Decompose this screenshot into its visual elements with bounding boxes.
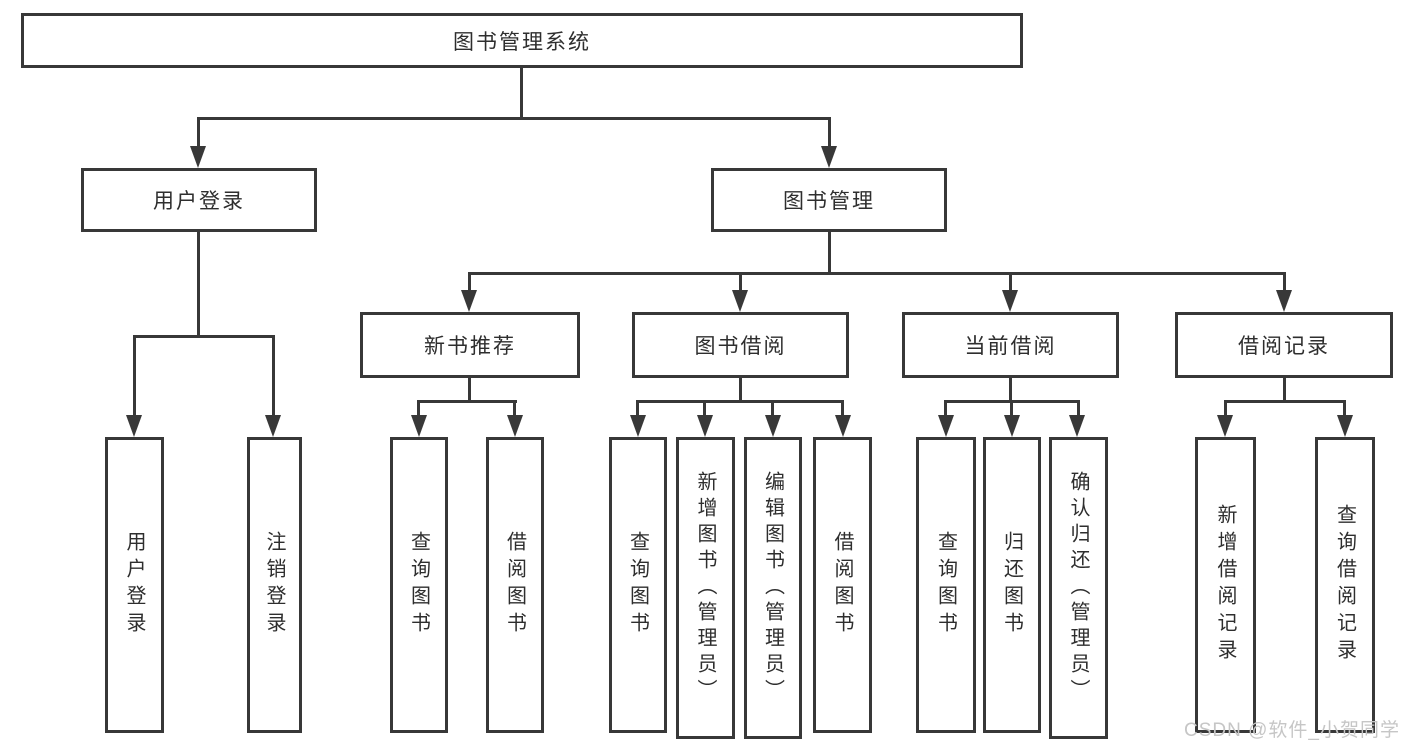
leaf-node: 借阅图书 [486, 437, 544, 733]
leaf-label: 编辑图书（管理员） [761, 471, 784, 705]
arrowhead-icon [630, 415, 646, 437]
node-label: 图书借阅 [694, 335, 787, 358]
leaf-node: 归还图书 [983, 437, 1041, 733]
connector-line [1283, 378, 1286, 403]
leaf-label: 注销登录 [263, 531, 285, 639]
connector-line [1283, 272, 1286, 294]
arrowhead-icon [732, 290, 748, 312]
node-label: 用户登录 [153, 190, 245, 213]
connector-line [944, 400, 947, 419]
arrowhead-icon [697, 415, 713, 437]
connector-line [828, 232, 831, 275]
arrowhead-icon [265, 415, 281, 437]
connector-line [197, 117, 200, 150]
arrowhead-icon [507, 415, 523, 437]
connector-line [197, 232, 200, 338]
connector-line [513, 400, 516, 419]
arrowhead-icon [411, 415, 427, 437]
connector-line [703, 400, 706, 419]
connector-line [1009, 378, 1012, 403]
arrowhead-icon [938, 415, 954, 437]
leaf-label: 查询图书 [407, 531, 430, 639]
leaf-node: 查询图书 [609, 437, 667, 733]
connector-line [468, 272, 1286, 275]
leaf-node: 借阅图书 [813, 437, 872, 733]
connector-line [468, 378, 471, 403]
connector-line [828, 117, 831, 150]
connector-line [1224, 400, 1346, 403]
leaf-node: 查询借阅记录 [1315, 437, 1375, 733]
leaf-label: 归还图书 [1000, 531, 1023, 639]
node-new-book-recommend: 新书推荐 [360, 312, 580, 378]
node-label: 借阅记录 [1238, 335, 1330, 358]
arrowhead-icon [835, 415, 851, 437]
arrowhead-icon [1276, 290, 1292, 312]
connector-line [272, 335, 275, 419]
node-label: 图书管理 [783, 190, 875, 213]
arrowhead-icon [1002, 290, 1018, 312]
connector-line [841, 400, 844, 419]
connector-line [133, 335, 275, 338]
leaf-label: 用户登录 [123, 531, 145, 639]
arrowhead-icon [765, 415, 781, 437]
node-label: 新书推荐 [424, 335, 516, 358]
arrowhead-icon [821, 146, 837, 168]
connector-line [739, 378, 742, 403]
node-root: 图书管理系统 [21, 13, 1023, 68]
node-book-management: 图书管理 [711, 168, 947, 232]
connector-line [417, 400, 420, 419]
connector-line [739, 272, 742, 294]
leaf-label: 查询借阅记录 [1333, 504, 1356, 666]
leaf-node: 查询图书 [916, 437, 976, 733]
leaf-label: 借阅图书 [503, 531, 526, 639]
node-book-borrow: 图书借阅 [632, 312, 849, 378]
leaf-label: 借阅图书 [831, 531, 853, 639]
connector-line [636, 400, 844, 403]
leaf-label: 查询图书 [934, 531, 957, 639]
leaf-node: 用户登录 [105, 437, 164, 733]
connector-line [1077, 400, 1080, 419]
arrowhead-icon [1337, 415, 1353, 437]
connector-line [468, 272, 471, 294]
connector-line [520, 68, 523, 120]
leaf-node: 编辑图书（管理员） [744, 437, 802, 739]
arrowhead-icon [126, 415, 142, 437]
arrowhead-icon [1069, 415, 1085, 437]
leaf-node: 注销登录 [247, 437, 302, 733]
node-user-login: 用户登录 [81, 168, 317, 232]
connector-line [1224, 400, 1227, 419]
connector-line [636, 400, 639, 419]
connector-line [1009, 272, 1012, 294]
node-borrow-record: 借阅记录 [1175, 312, 1393, 378]
arrowhead-icon [1217, 415, 1233, 437]
node-root-label: 图书管理系统 [453, 30, 591, 54]
connector-line [197, 117, 831, 120]
leaf-label: 新增图书（管理员） [694, 471, 716, 705]
leaf-node: 新增借阅记录 [1195, 437, 1256, 733]
leaf-node: 新增图书（管理员） [676, 437, 735, 739]
leaf-node: 确认归还（管理员） [1049, 437, 1108, 739]
connector-line [1343, 400, 1346, 419]
arrowhead-icon [190, 146, 206, 168]
leaf-node: 查询图书 [390, 437, 448, 733]
node-current-borrow: 当前借阅 [902, 312, 1119, 378]
leaf-label: 新增借阅记录 [1214, 504, 1236, 666]
arrowhead-icon [1004, 415, 1020, 437]
connector-line [133, 335, 136, 419]
connector-line [417, 400, 517, 403]
node-label: 当前借阅 [964, 335, 1057, 358]
csdn-watermark: CSDN @软件_小贺同学 [1184, 720, 1400, 741]
arrowhead-icon [461, 290, 477, 312]
connector-line [771, 400, 774, 419]
connector-line [1010, 400, 1013, 419]
leaf-label: 查询图书 [626, 531, 649, 639]
leaf-label: 确认归还（管理员） [1067, 471, 1089, 705]
